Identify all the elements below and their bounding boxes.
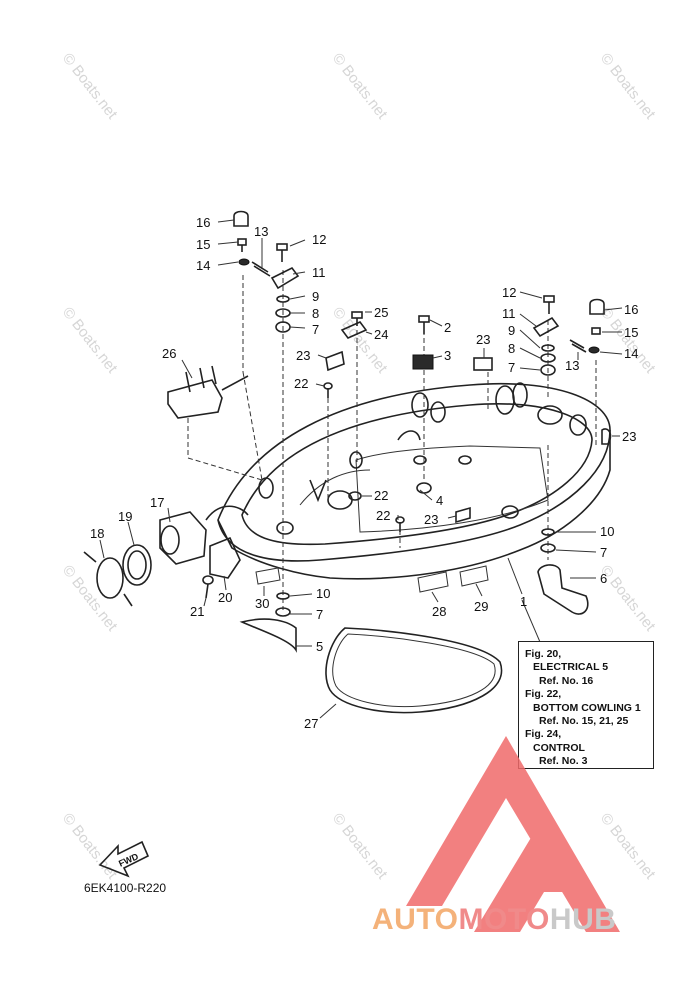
bottom-cowling <box>217 382 611 580</box>
callout-16: 16 <box>196 215 210 230</box>
callout-11: 11 <box>312 265 326 280</box>
callout-26: 26 <box>162 346 176 361</box>
lever-6-stack <box>537 528 589 615</box>
brand-part-hub: HUB <box>549 903 617 936</box>
callout-8: 8 <box>312 306 319 321</box>
callout-14: 14 <box>624 346 638 361</box>
ref-line: Fig. 24, <box>525 728 562 741</box>
callout-14: 14 <box>196 258 210 273</box>
callout-23: 23 <box>622 429 636 444</box>
assembly-lines <box>187 270 597 610</box>
left-side-assemblies <box>83 505 249 607</box>
leader-lines <box>99 219 623 719</box>
right-fastener-stack <box>532 295 605 376</box>
callout-23: 23 <box>296 348 310 363</box>
callout-9: 9 <box>312 289 319 304</box>
reference-note-box: Fig. 20, ELECTRICAL 5 Ref. No. 16 Fig. 2… <box>518 641 654 769</box>
ref-line: CONTROL <box>533 741 585 754</box>
callout-7: 7 <box>600 545 607 560</box>
callout-17: 17 <box>150 495 164 510</box>
callout-27: 27 <box>304 716 318 731</box>
callout-24: 24 <box>374 327 388 342</box>
watermark: © Boats.net <box>59 50 121 123</box>
callout-labels: 16 15 14 13 12 11 9 8 7 26 25 24 2 3 23 … <box>90 215 638 731</box>
callout-20: 20 <box>218 590 232 605</box>
left-fastener-stack <box>233 210 300 333</box>
ref-line: Fig. 20, <box>525 648 562 660</box>
callout-25: 25 <box>374 305 388 320</box>
callout-9: 9 <box>508 323 515 338</box>
callout-7: 7 <box>312 322 319 337</box>
callout-1: 1 <box>520 594 527 609</box>
ref-line: BOTTOM COWLING 1 <box>533 701 641 714</box>
watermark: © Boats.net <box>329 50 391 123</box>
ref-line: ELECTRICAL 5 <box>533 661 609 674</box>
callout-18: 18 <box>90 526 104 541</box>
callout-30: 30 <box>255 596 269 611</box>
lever-5-stack <box>239 592 297 653</box>
callout-4: 4 <box>436 493 443 508</box>
callout-13: 13 <box>254 224 268 239</box>
brand-logo-icon <box>406 736 620 932</box>
callout-28: 28 <box>432 604 446 619</box>
callout-15: 15 <box>624 325 638 340</box>
callout-7: 7 <box>508 360 515 375</box>
ref-line: Ref. No. 3 <box>539 755 588 768</box>
watermark: © Boats.net <box>59 810 121 883</box>
brand-part-auto: AUTO <box>372 903 459 936</box>
callout-10: 10 <box>316 586 330 601</box>
callout-15: 15 <box>196 237 210 252</box>
decals <box>255 565 489 593</box>
callout-10: 10 <box>600 524 614 539</box>
callout-22: 22 <box>374 488 388 503</box>
callout-16: 16 <box>624 302 638 317</box>
center-parts <box>323 311 612 532</box>
watermark: © Boats.net <box>597 50 659 123</box>
bracket-26 <box>167 365 249 419</box>
callout-11: 11 <box>502 306 516 321</box>
callout-21: 21 <box>190 604 204 619</box>
ref-line: Fig. 22, <box>525 688 562 701</box>
callout-7: 7 <box>316 607 323 622</box>
callout-12: 12 <box>312 232 326 247</box>
callout-22: 22 <box>294 376 308 391</box>
callout-22: 22 <box>376 508 390 523</box>
seal-27 <box>325 627 503 714</box>
ref-line: Ref. No. 15, 21, 25 <box>539 715 629 728</box>
callout-6: 6 <box>600 571 607 586</box>
diagram-code: 6EK4100-R220 <box>84 881 167 895</box>
callout-29: 29 <box>474 599 488 614</box>
callout-19: 19 <box>118 509 132 524</box>
callout-23: 23 <box>476 332 490 347</box>
watermark: © Boats.net <box>59 304 121 377</box>
callout-5: 5 <box>316 639 323 654</box>
callout-13: 13 <box>565 358 579 373</box>
callout-12: 12 <box>502 285 516 300</box>
callout-8: 8 <box>508 341 515 356</box>
brand-part-moto: MOTO <box>458 903 550 936</box>
callout-2: 2 <box>444 320 451 335</box>
callout-23: 23 <box>424 512 438 527</box>
callout-3: 3 <box>444 348 451 363</box>
ref-line: Ref. No. 16 <box>539 674 594 687</box>
brand-wordmark: AUTOMOTOHUB <box>372 903 616 937</box>
